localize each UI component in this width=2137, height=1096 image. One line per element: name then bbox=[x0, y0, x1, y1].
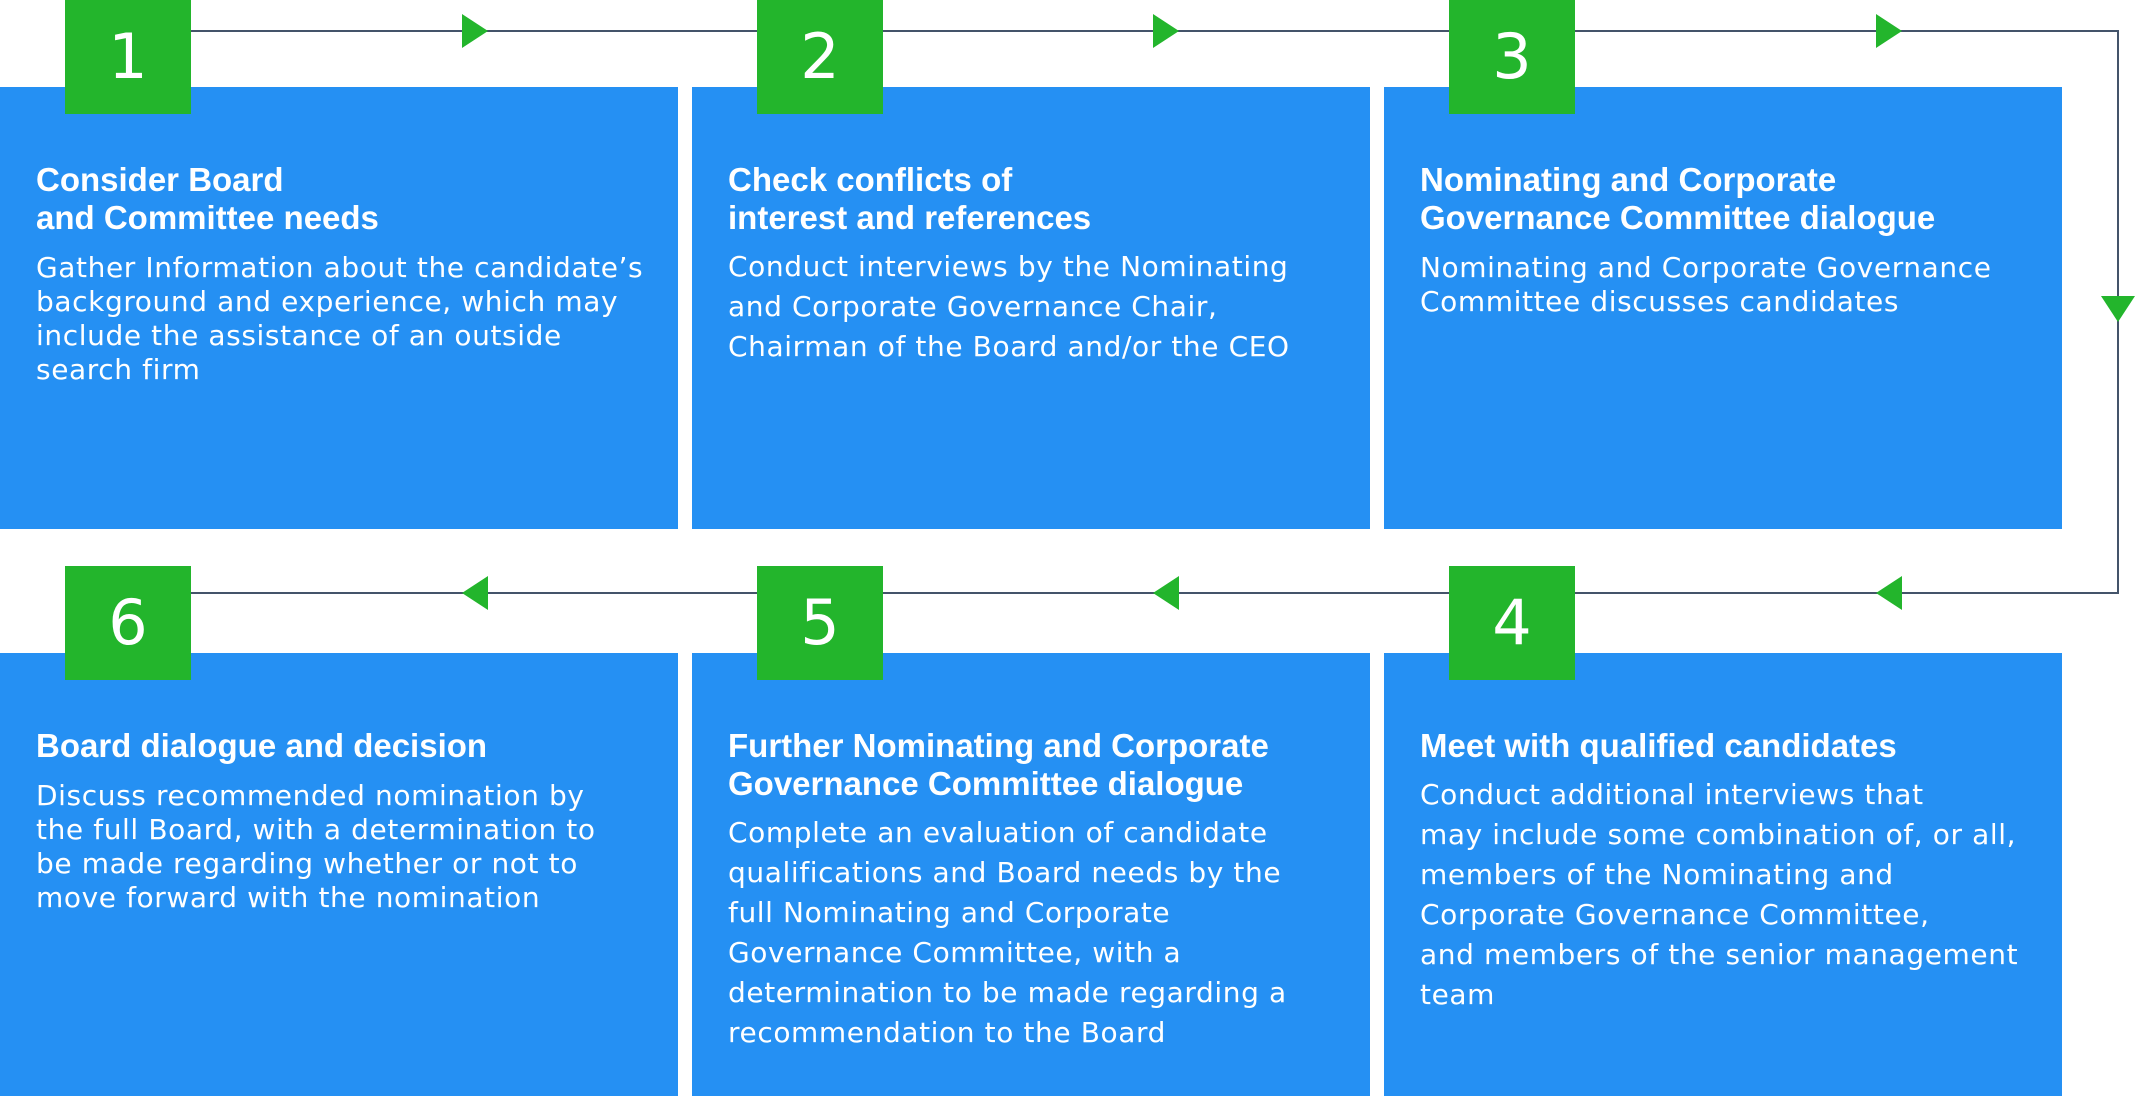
step-description: Conduct interviews by the Nominating and… bbox=[728, 250, 1290, 363]
arrow-right-icon bbox=[1876, 14, 1902, 48]
step-number-badge: 5 bbox=[757, 566, 883, 680]
step-number-badge: 2 bbox=[757, 0, 883, 114]
step-title: Meet with qualified candidates bbox=[1420, 727, 1897, 764]
step-number-badge: 3 bbox=[1449, 0, 1575, 114]
step-title: Check conflicts of interest and referenc… bbox=[728, 161, 1092, 236]
step-title: Nominating and Corporate Governance Comm… bbox=[1420, 161, 1936, 236]
step-number-badge: 6 bbox=[65, 566, 191, 680]
arrow-right-icon bbox=[462, 14, 488, 48]
arrow-right-icon bbox=[1153, 14, 1179, 48]
step-description: Nominating and Corporate Governance Comm… bbox=[1420, 251, 1992, 318]
step-number-badge: 4 bbox=[1449, 566, 1575, 680]
step-title: Consider Board and Committee needs bbox=[36, 161, 379, 236]
step-title: Further Nominating and Corporate Governa… bbox=[728, 727, 1269, 802]
step-card-6: Board dialogue and decision Discuss reco… bbox=[0, 653, 678, 1096]
step-description: Gather Information about the candidate’s… bbox=[36, 251, 644, 386]
step-card-4: Meet with qualified candidates Conduct a… bbox=[1384, 653, 2062, 1096]
arrow-left-icon bbox=[1153, 576, 1179, 610]
arrow-left-icon bbox=[462, 576, 488, 610]
arrow-down-icon bbox=[2101, 296, 2135, 322]
step-title: Board dialogue and decision bbox=[36, 727, 488, 764]
step-description: Discuss recommended nomination by the fu… bbox=[36, 779, 596, 914]
arrow-left-icon bbox=[1876, 576, 1902, 610]
step-description: Conduct additional interviews that may i… bbox=[1420, 778, 2019, 1011]
step-card-2: Check conflicts of interest and referenc… bbox=[692, 87, 1370, 529]
step-description: Complete an evaluation of candidate qual… bbox=[728, 816, 1287, 1049]
step-card-5: Further Nominating and Corporate Governa… bbox=[692, 653, 1370, 1096]
step-number-badge: 1 bbox=[65, 0, 191, 114]
step-card-3: Nominating and Corporate Governance Comm… bbox=[1384, 87, 2062, 529]
step-card-1: Consider Board and Committee needs Gathe… bbox=[0, 87, 678, 529]
